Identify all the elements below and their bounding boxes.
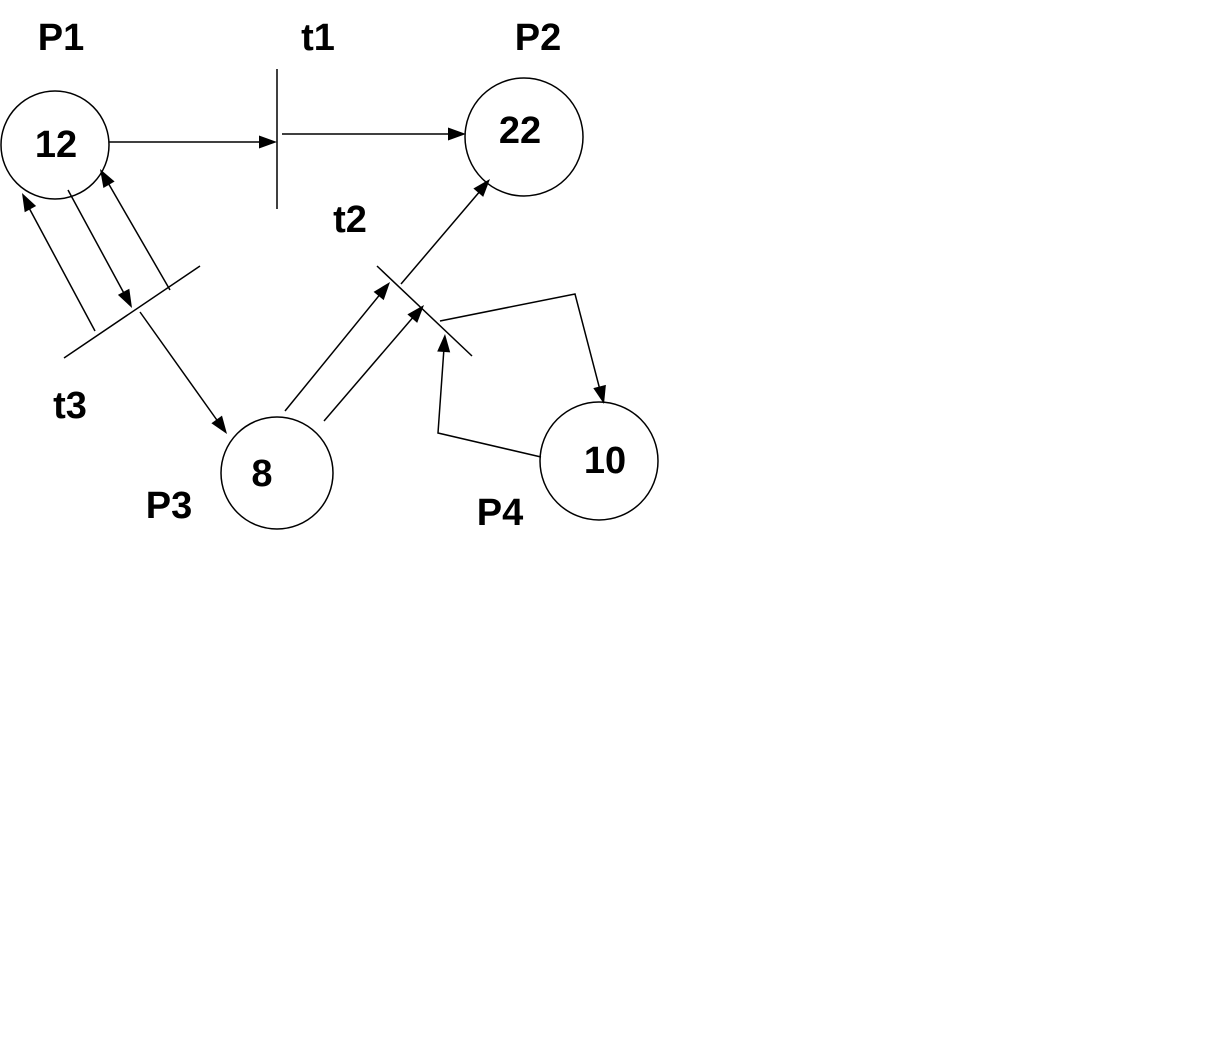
place-p3-circle — [220, 416, 334, 530]
place-p3-tokens: 8 — [251, 453, 272, 495]
transition-t3-bar — [63, 265, 201, 359]
arc-p3-to-t2-a — [284, 282, 390, 412]
arc-p3-to-t2-b — [323, 305, 424, 422]
arc-t3-to-p3 — [139, 311, 227, 434]
place-p2-circle — [464, 77, 584, 197]
arc-p4-to-t2 — [437, 334, 542, 458]
arrowhead-icon — [473, 179, 490, 197]
arrowhead-icon — [407, 305, 424, 323]
place-p3-label: P3 — [146, 485, 192, 527]
transition-t2-label: t2 — [333, 199, 367, 241]
arc-p1-to-t3 — [67, 189, 132, 308]
place-p1-tokens: 12 — [35, 124, 77, 166]
place-p4-tokens: 10 — [584, 440, 626, 482]
transition-t2: t2 — [333, 199, 473, 357]
arrowhead-icon — [117, 288, 132, 308]
place-p2: 22 P2 — [464, 17, 584, 197]
transition-t1: t1 — [276, 17, 335, 209]
arrowhead-icon — [211, 415, 227, 434]
place-p1-circle — [0, 90, 110, 200]
transition-t2-bar — [376, 265, 473, 357]
arrowhead-icon — [259, 135, 277, 149]
arc-t2-to-p2 — [400, 179, 490, 285]
place-p4-circle — [539, 401, 659, 521]
arc-t1-to-p2 — [282, 127, 466, 141]
arc-t3-to-p1-a — [22, 193, 96, 332]
arrowhead-icon — [100, 169, 115, 188]
arrowhead-icon — [448, 127, 466, 141]
arc-t3-to-p1-b — [100, 169, 171, 291]
arc-t2-to-p4 — [439, 293, 606, 404]
place-p4-label: P4 — [477, 492, 523, 534]
place-p2-tokens: 22 — [499, 110, 541, 152]
place-p1: 12 P1 — [0, 17, 110, 200]
arrowhead-icon — [437, 334, 451, 353]
transition-t3: t3 — [53, 265, 201, 427]
arc-p1-to-t1 — [109, 135, 277, 149]
arrowhead-icon — [22, 193, 37, 213]
place-p4: 10 P4 — [477, 401, 659, 534]
arrowhead-icon — [593, 384, 606, 404]
transition-t1-label: t1 — [301, 17, 335, 59]
place-p3: 8 P3 — [146, 416, 334, 530]
transition-t3-label: t3 — [53, 385, 87, 427]
place-p1-label: P1 — [38, 17, 84, 59]
place-p2-label: P2 — [515, 17, 561, 59]
arrowhead-icon — [373, 282, 390, 301]
